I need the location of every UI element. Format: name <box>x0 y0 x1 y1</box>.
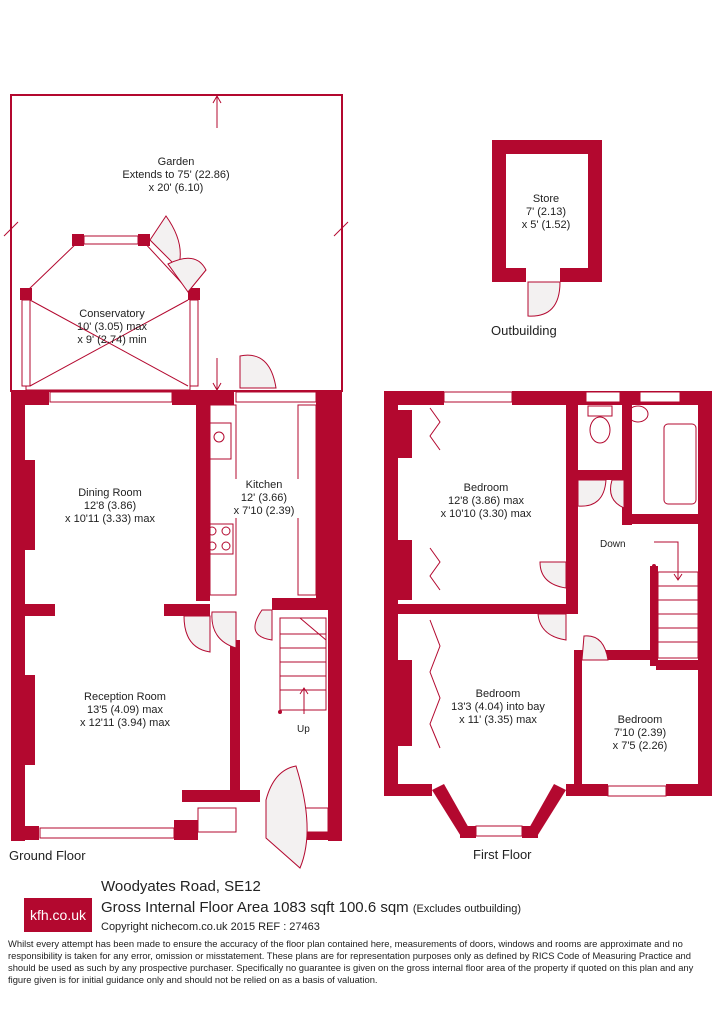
garden-label: Garden Extends to 75' (22.86) x 20' (6.1… <box>106 156 246 195</box>
disclaimer: Whilst every attempt has been made to en… <box>8 938 694 985</box>
garden-dim-1: Extends to 75' (22.86) <box>122 169 230 181</box>
conservatory-label: Conservatory 10' (3.05) max x 9' (2.74) … <box>52 308 172 347</box>
floor-area-value: Gross Internal Floor Area 1083 sqft 100.… <box>101 899 409 916</box>
ground-wall-right <box>328 391 342 841</box>
property-address: Woodyates Road, SE12 <box>101 878 261 895</box>
bedroom-3-name: Bedroom <box>617 714 663 726</box>
garden-arrow-up <box>212 94 222 128</box>
bedroom-2-dim-1: 13'3 (4.04) into bay <box>451 701 545 713</box>
bedroom-3-dim-2: x 7'5 (2.26) <box>612 740 668 752</box>
hob-icon <box>204 523 234 555</box>
basin-icon <box>627 405 649 423</box>
bedroom-3-dim-1: 7'10 (2.39) <box>613 727 667 739</box>
store-name: Store <box>532 193 560 205</box>
bedroom-2-dim-2: x 11' (3.35) max <box>459 714 537 726</box>
first-floor-plan <box>384 391 712 838</box>
ground-floor-title: Ground Floor <box>9 848 86 863</box>
bedroom-3-label: Bedroom 7'10 (2.39) x 7'5 (2.26) <box>590 714 690 753</box>
reception-room-dim-1: 13'5 (4.09) max <box>86 704 164 716</box>
sink-icon <box>206 422 232 460</box>
bedroom-1-label: Bedroom 12'8 (3.86) max x 10'10 (3.30) m… <box>416 482 556 521</box>
bedroom-1-name: Bedroom <box>463 482 509 494</box>
kitchen-dim-2: x 7'10 (2.39) <box>233 505 295 517</box>
garden-break-right <box>333 221 349 237</box>
floor-area-note: (Excludes outbuilding) <box>412 903 522 915</box>
bath-icon <box>663 423 697 505</box>
wc-icon <box>589 416 611 444</box>
store-label: Store 7' (2.13) x 5' (1.52) <box>505 193 587 232</box>
dining-room-dim-1: 12'8 (3.86) <box>83 500 137 512</box>
front-door-swing <box>265 765 308 869</box>
ground-wall-top-left <box>11 391 49 405</box>
reception-room-label: Reception Room 13'5 (4.09) max x 12'11 (… <box>60 691 190 730</box>
store-door-swing <box>527 281 561 317</box>
bedroom-2-name: Bedroom <box>475 688 521 700</box>
garden-break-left <box>3 221 19 237</box>
bedroom-2-label: Bedroom 13'3 (4.04) into bay x 11' (3.35… <box>420 688 576 727</box>
kitchen-label: Kitchen 12' (3.66) x 7'10 (2.39) <box>222 479 306 518</box>
kitchen-door-swing <box>239 354 277 389</box>
dining-room-name: Dining Room <box>78 487 142 499</box>
stairs-up-label: Up <box>297 724 310 735</box>
reception-room-name: Reception Room <box>84 691 166 703</box>
conservatory-name: Conservatory <box>79 308 145 320</box>
first-floor-title: First Floor <box>473 847 532 862</box>
dining-room-label: Dining Room 12'8 (3.86) x 10'11 (3.33) m… <box>50 487 170 526</box>
outbuilding-title: Outbuilding <box>491 323 557 338</box>
garden-arrow-down <box>212 358 222 392</box>
garden-dim-2: x 20' (6.10) <box>148 182 204 194</box>
ground-floor-plan <box>3 94 349 869</box>
store-dim-1: 7' (2.13) <box>525 206 566 218</box>
stairs-down-label: Down <box>600 539 626 550</box>
first-floor-stairs <box>652 541 699 659</box>
bedroom-1-dim-1: 12'8 (3.86) max <box>447 495 525 507</box>
copyright: Copyright nichecom.co.uk 2015 REF : 2746… <box>101 921 320 933</box>
kitchen-dim-1: 12' (3.66) <box>240 492 288 504</box>
ground-stairs <box>278 617 327 714</box>
kfh-logo: kfh.co.uk <box>24 898 92 932</box>
outbuilding-plan <box>492 140 602 317</box>
store-dim-2: x 5' (1.52) <box>521 219 571 231</box>
garden-name: Garden <box>157 156 195 168</box>
reception-room-dim-2: x 12'11 (3.94) max <box>80 717 170 729</box>
kitchen-name: Kitchen <box>245 479 283 491</box>
bedroom-1-dim-2: x 10'10 (3.30) max <box>440 508 532 520</box>
conservatory-dim-2: x 9' (2.74) min <box>77 334 147 346</box>
floor-area: Gross Internal Floor Area 1083 sqft 100.… <box>101 899 521 916</box>
conservatory-dim-1: 10' (3.05) max <box>77 321 147 333</box>
dining-room-dim-2: x 10'11 (3.33) max <box>65 513 155 525</box>
